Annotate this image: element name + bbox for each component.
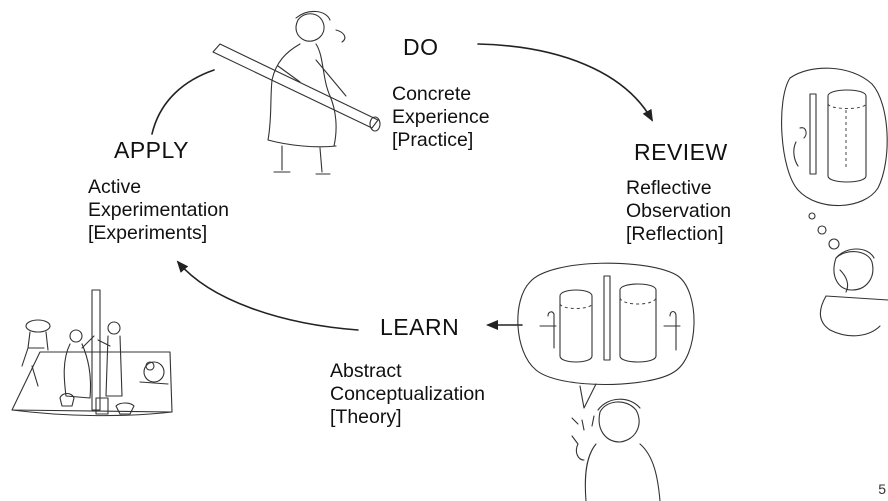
do-line-3: [Practice] — [392, 129, 474, 151]
review-line-3: [Reflection] — [626, 223, 724, 245]
review-line-1: Reflective — [626, 177, 712, 199]
do-line-1: Concrete — [392, 83, 472, 105]
do-description: Concrete Experience [Practice] — [392, 83, 490, 152]
learn-line-2: Conceptualization — [330, 383, 486, 405]
do-heading: DO — [403, 34, 439, 60]
learn-heading: LEARN — [380, 314, 460, 340]
arrow-do-to-review — [477, 43, 653, 122]
page-number: 5 — [878, 481, 886, 497]
review-heading: REVIEW — [634, 139, 728, 165]
do-line-2: Experience — [392, 106, 490, 128]
apply-description: Active Experimentation [Experiments] — [88, 176, 229, 245]
learn-description: Abstract Conceptualization [Theory] — [330, 360, 485, 429]
arrow-learn-to-apply — [176, 260, 359, 331]
speaking-woman-with-tanks-bubble — [517, 262, 695, 501]
group-building-well — [11, 289, 173, 417]
apply-heading: APPLY — [114, 137, 189, 163]
review-description: Reflective Observation [Reflection] — [626, 177, 731, 246]
apply-line-2: Experimentation — [88, 199, 229, 221]
thinking-woman-with-tank-bubble — [781, 67, 888, 337]
learn-line-1: Abstract — [330, 360, 402, 382]
arrow-apply-to-do — [151, 69, 215, 135]
learn-line-3: [Theory] — [330, 406, 402, 428]
woman-carrying-pipe — [212, 10, 381, 175]
apply-line-3: [Experiments] — [88, 222, 208, 244]
review-line-2: Observation — [626, 200, 732, 222]
apply-line-1: Active — [88, 176, 142, 198]
